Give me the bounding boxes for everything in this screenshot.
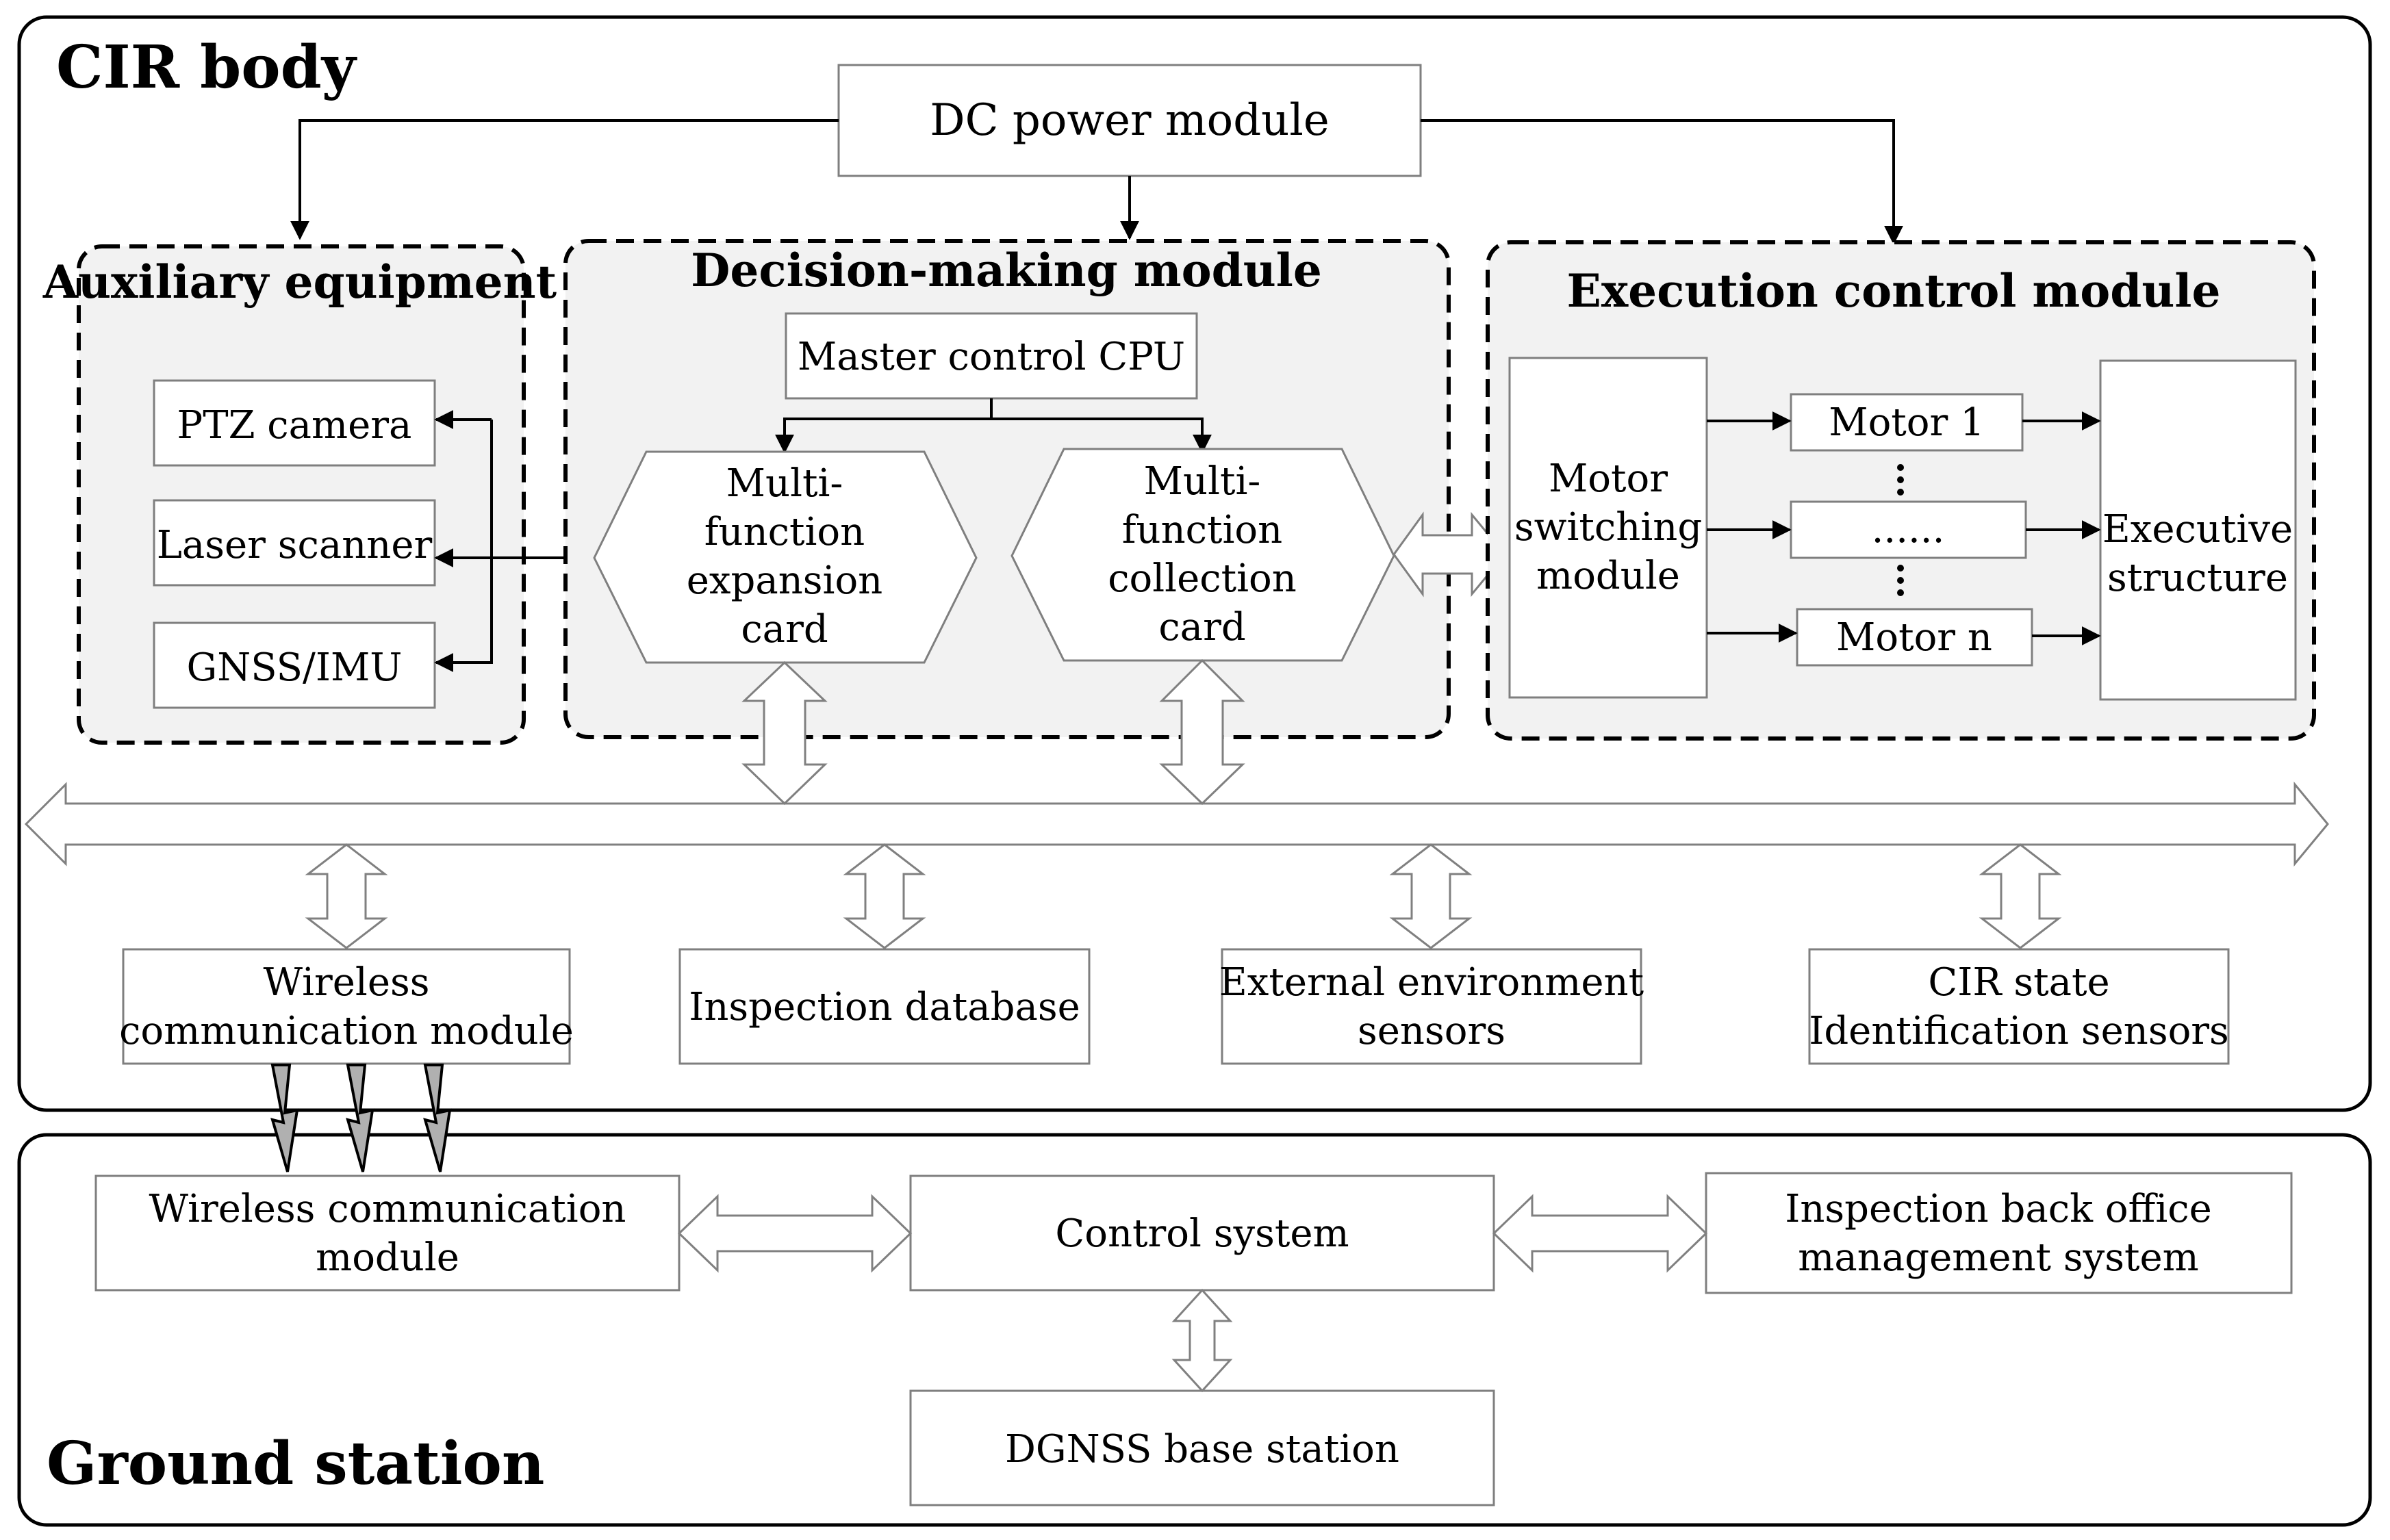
wireless-module-cir: Wireless communication module [119,948,574,1065]
auxiliary-equipment-title: Auxiliary equipment [42,255,557,309]
svg-text:Multi-: Multi- [1144,459,1261,504]
system-bus [24,781,2329,867]
svg-text:communication module: communication module [119,1009,574,1053]
decision-making-title: Decision-making module [691,244,1322,297]
decision-making-group: Decision-making module Master control CP… [563,239,1451,739]
power-distribution-arrows [290,119,1903,245]
ptz-camera-box: PTZ camera [177,403,412,448]
svg-text:function: function [704,510,865,554]
cir-body-label: CIR body [56,33,358,102]
dgnss-base-station: DGNSS base station [909,1389,1495,1506]
svg-text:expansion: expansion [687,559,882,603]
svg-text:Motor: Motor [1549,457,1668,501]
execution-control-title: Execution control module [1567,264,2221,318]
svg-text:sensors: sensors [1358,1009,1505,1053]
svg-text:management system: management system [1798,1235,2198,1280]
svg-text:Wireless communication: Wireless communication [149,1187,626,1231]
wireless-link-bolts [270,1064,452,1172]
collection-card-hexagon: Multi- function collection card [1010,448,1395,662]
expansion-card-hexagon: Multi- function expansion card [593,450,978,664]
back-office-system: Inspection back office management system [1705,1172,2293,1294]
motor-ellipsis-box: ...... [1872,507,1945,552]
laser-scanner-box: Laser scanner [157,523,433,567]
gnss-imu-box: GNSS/IMU [187,645,403,690]
svg-text:CIR state: CIR state [1928,960,2109,1005]
svg-text:module: module [1536,554,1680,598]
vertical-ellipsis-bottom [1897,565,1904,596]
card-bus-links [741,658,1245,806]
peripheral-bus-links [305,843,2062,949]
motor-switching-box: Motor switching module [1508,357,1708,699]
ground-station-label: Ground station [47,1429,544,1498]
svg-text:function: function [1122,508,1282,552]
wireless-module-ground: Wireless communication module [94,1175,681,1292]
execution-control-group: Execution control module Motor switching… [1486,240,2316,741]
svg-text:Control system: Control system [1055,1211,1349,1256]
svg-text:Inspection database: Inspection database [689,985,1080,1029]
control-system: Control system [909,1175,1495,1292]
cir-state-sensors: CIR state Identification sensors [1808,948,2230,1065]
svg-text:Identification sensors: Identification sensors [1809,1009,2229,1053]
motor-1-box: Motor 1 [1829,400,1984,445]
svg-text:DGNSS base station: DGNSS base station [1005,1427,1399,1472]
motor-n-box: Motor n [1836,615,1992,660]
svg-text:structure: structure [2107,556,2288,600]
executive-structure-box: Executive structure [2099,359,2297,701]
master-cpu-box: Master control CPU [798,335,1185,379]
ground-links [677,1194,1708,1393]
svg-text:card: card [1158,605,1245,650]
dc-power-label: DC power module [930,95,1329,146]
dc-power-module: DC power module [837,64,1422,177]
inspection-database: Inspection database [678,948,1091,1065]
external-environment-sensors: External environment sensors [1219,948,1644,1065]
svg-text:collection: collection [1108,556,1297,601]
svg-text:Inspection back office: Inspection back office [1785,1187,2212,1231]
svg-text:External environment: External environment [1219,960,1644,1005]
vertical-ellipsis-top [1897,464,1904,496]
svg-text:Executive: Executive [2102,507,2293,552]
auxiliary-equipment-group: Auxiliary equipment PTZ camera Laser sca… [42,244,557,745]
svg-text:Wireless: Wireless [264,960,430,1005]
svg-text:switching: switching [1514,505,1702,550]
svg-text:Multi-: Multi- [726,461,843,506]
svg-text:module: module [316,1235,459,1280]
svg-text:card: card [741,607,828,652]
